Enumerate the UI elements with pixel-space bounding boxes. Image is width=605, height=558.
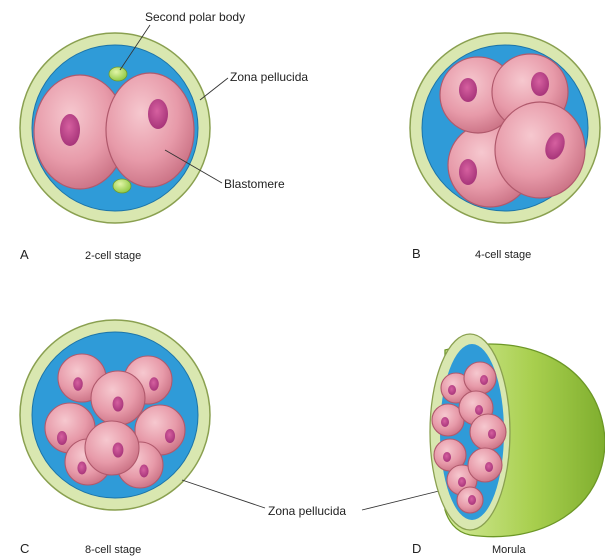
blastomere — [85, 421, 139, 475]
nucleus — [73, 377, 83, 390]
nucleus — [448, 385, 456, 395]
blastomere — [470, 414, 506, 450]
nucleus — [165, 429, 175, 443]
callout-zona-pellucida: Zona pellucida — [268, 504, 346, 518]
callout-blastomere: Blastomere — [224, 177, 285, 191]
nucleus — [485, 462, 493, 472]
nucleus — [441, 417, 449, 427]
second-polar-body — [109, 67, 127, 81]
panel-d-morula — [430, 334, 605, 537]
stage-label-a: 2-cell stage — [85, 250, 141, 262]
panel-b-4-cell-embryo — [410, 33, 600, 223]
nucleus — [149, 377, 159, 390]
stage-label-d: Morula — [492, 544, 527, 556]
nucleus — [531, 72, 549, 96]
blastomere — [495, 102, 585, 198]
nucleus — [57, 431, 67, 445]
nucleus — [459, 78, 477, 102]
blastomere — [464, 362, 496, 394]
panel-letter-c: C — [20, 541, 29, 556]
panel-letter-a: A — [20, 247, 29, 262]
zona-pellucida-leader-line — [200, 78, 228, 100]
callout-second-polar-body: Second polar body — [145, 10, 245, 24]
nucleus — [468, 495, 476, 505]
callout-zona-pellucida: Zona pellucida — [230, 70, 308, 84]
nucleus — [113, 442, 124, 457]
nucleus — [480, 375, 488, 385]
panel-letter-b: B — [412, 246, 421, 261]
nucleus — [443, 452, 451, 462]
blastomere-right — [106, 73, 194, 187]
panel-c-8-cell-embryo — [20, 320, 210, 510]
nucleus — [139, 465, 148, 478]
panel-a-2-cell-embryo — [20, 33, 210, 223]
second-polar-body — [113, 179, 131, 193]
stage-label-c: 8-cell stage — [85, 544, 141, 556]
nucleus — [148, 99, 168, 129]
nucleus — [60, 114, 80, 146]
blastomere — [468, 448, 502, 482]
nucleus — [113, 396, 124, 411]
nucleus — [458, 477, 466, 487]
nucleus — [475, 405, 483, 415]
zona-pellucida-leader-line — [362, 490, 443, 510]
nucleus — [488, 429, 496, 439]
nucleus — [459, 159, 477, 185]
stage-label-b: 4-cell stage — [475, 249, 531, 261]
zona-pellucida-leader-line — [182, 480, 265, 508]
nucleus — [77, 462, 86, 475]
panel-letter-d: D — [412, 541, 421, 556]
